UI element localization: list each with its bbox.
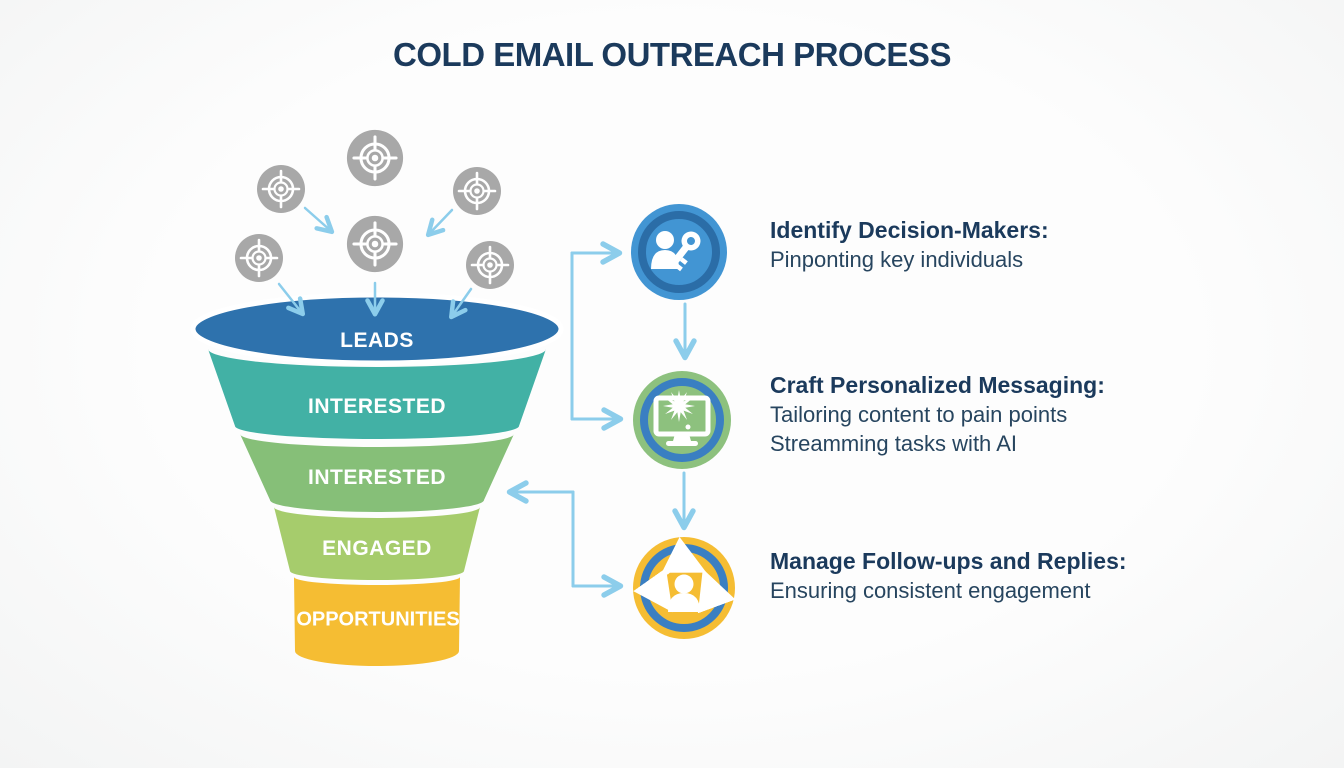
arrow bbox=[277, 282, 306, 317]
monitor-spark-icon bbox=[653, 390, 711, 446]
arrow bbox=[425, 208, 454, 238]
funnel-stage-interested-2-shape bbox=[240, 434, 514, 512]
arrow bbox=[303, 206, 335, 235]
target-icon bbox=[233, 232, 285, 284]
step-2-line: Tailoring content to pain points bbox=[770, 402, 1068, 427]
target-icon bbox=[345, 214, 405, 274]
target-icon bbox=[255, 163, 307, 215]
step-1-title: Identify Decision-Makers: bbox=[770, 217, 1049, 243]
step-2-icon bbox=[633, 371, 731, 469]
funnel-stage-engaged-shape bbox=[274, 507, 480, 580]
step-connectors bbox=[506, 241, 697, 598]
target-icon bbox=[451, 165, 503, 217]
step-2-title: Craft Personalized Messaging: bbox=[770, 372, 1105, 398]
step-3-text: Manage Follow-ups and Replies: Ensuring … bbox=[770, 547, 1127, 605]
funnel-stage-leads-shape bbox=[190, 292, 564, 366]
funnel-label-leads: LEADS bbox=[340, 329, 414, 352]
step-1-line: Pinponting key individuals bbox=[770, 247, 1024, 272]
lead-targets bbox=[233, 128, 516, 291]
funnel-label-opportunities: OPPORTUNITIES bbox=[296, 608, 460, 631]
target-icon bbox=[464, 239, 516, 291]
step-1-text: Identify Decision-Makers: Pinponting key… bbox=[770, 216, 1049, 274]
step-3-icon bbox=[633, 536, 736, 639]
funnel-stage-opportunities-shape bbox=[294, 577, 460, 666]
funnel-label-interested-2: INTERESTED bbox=[307, 466, 447, 489]
step-3-line: Ensuring consistent engagement bbox=[770, 578, 1091, 603]
target-icon bbox=[345, 128, 405, 188]
target-arrows bbox=[277, 206, 473, 320]
funnel-label-interested-1: INTERESTED bbox=[307, 395, 447, 418]
step-3-title: Manage Follow-ups and Replies: bbox=[770, 548, 1127, 574]
step-2-text: Craft Personalized Messaging: Tailoring … bbox=[770, 371, 1105, 458]
funnel-stage-interested-1-shape bbox=[208, 349, 546, 439]
page-title: COLD EMAIL OUTREACH PROCESS bbox=[393, 36, 951, 73]
step-1-icon bbox=[631, 204, 727, 300]
step-2-line: Streamming tasks with AI bbox=[770, 431, 1017, 456]
person-key-icon bbox=[651, 231, 701, 272]
funnel bbox=[190, 292, 564, 666]
arrow bbox=[449, 287, 473, 320]
person-refresh-icon bbox=[633, 536, 736, 614]
funnel-label-engaged: ENGAGED bbox=[322, 537, 432, 560]
